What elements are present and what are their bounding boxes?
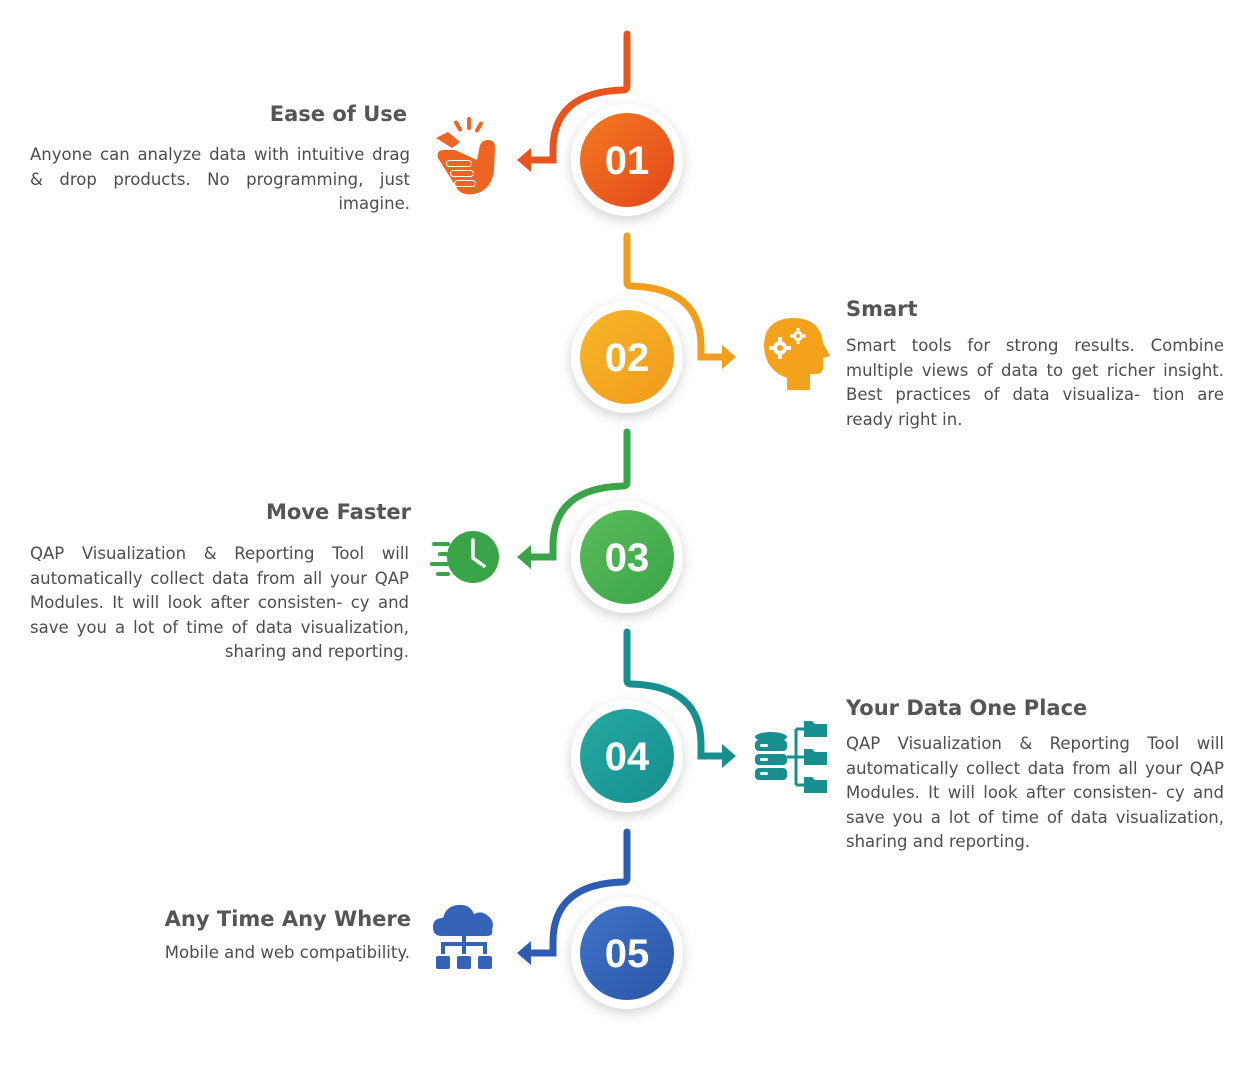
step-description-04: QAP Visualization & Reporting Tool will … [846,734,1224,851]
step-number-03: 03 [605,536,650,580]
step-circle-05: 05 [571,897,683,1009]
connector-01 [524,30,631,164]
step-title-04: Your Data One Place [846,696,1088,720]
connector-05 [524,828,631,957]
arrowhead-03 [517,545,531,569]
step-number-05: 05 [605,932,650,976]
cloud-network-icon [433,904,493,969]
step-number-01: 01 [605,139,650,183]
step-circle-02: 02 [571,301,683,413]
arrowhead-02 [722,345,736,369]
step-circle-03: 03 [571,501,683,613]
connector-04 [623,628,728,760]
head-gears-icon [764,317,830,390]
arrowhead-04 [722,744,736,768]
step-title-05: Any Time Any Where [164,907,411,931]
step-description-03: QAP Visualization & Reporting Tool will … [30,544,409,661]
fast-clock-icon [430,531,499,583]
step-description-02: Smart tools for strong results. Combine … [846,336,1224,429]
connector-02 [623,232,728,361]
arrowhead-05 [517,941,531,965]
step-number-04: 04 [605,735,650,779]
step-number-02: 02 [605,336,650,380]
step-description-05: Mobile and web compatibility. [164,943,410,962]
arrowhead-01 [517,148,531,172]
step-description-01: Anyone can analyze data with intuitive d… [30,145,410,213]
step-title-02: Smart [846,297,918,321]
database-folders-icon [755,721,827,793]
step-title-01: Ease of Use [269,102,407,126]
snap-fingers-icon [436,117,496,195]
connector-03 [524,428,631,561]
step-circle-04: 04 [571,700,683,812]
step-title-03: Move Faster [266,500,411,524]
step-circle-01: 01 [571,104,683,216]
